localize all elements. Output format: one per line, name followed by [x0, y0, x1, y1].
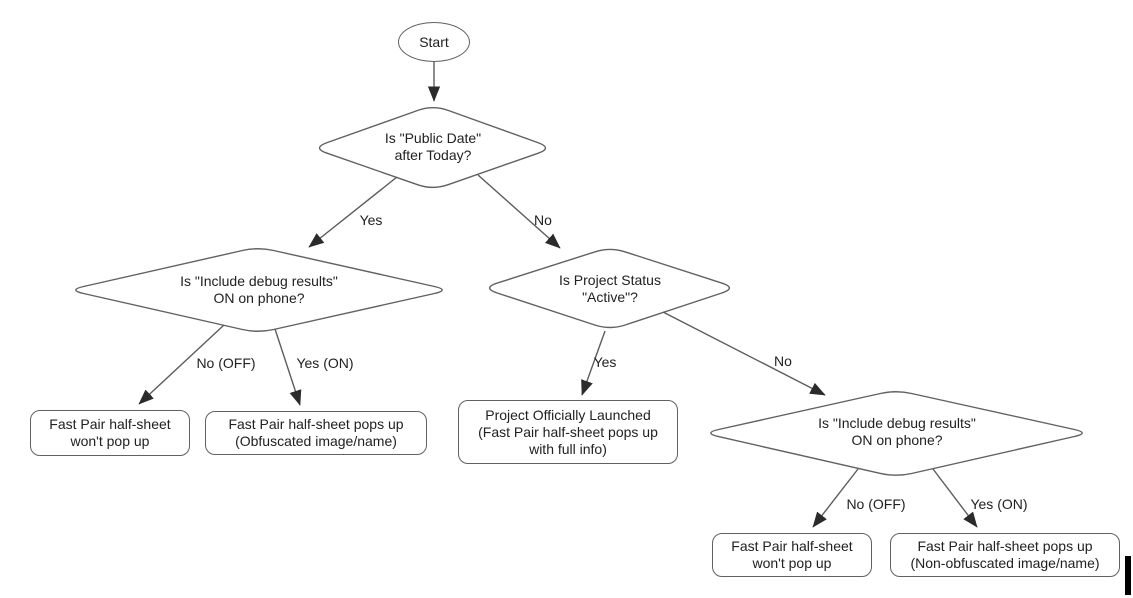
node-no-popup-right: Fast Pair half-sheet won't pop up [712, 533, 872, 577]
arrow-status-no [662, 311, 826, 396]
edge-label-debug-left-no: No (OFF) [196, 355, 256, 371]
decision-project-status-label: Is Project Status "Active"? [559, 272, 661, 305]
arrow-public-date-yes [308, 176, 398, 248]
node-no-popup-right-label: Fast Pair half-sheet won't pop up [731, 538, 853, 571]
decision-diamond-public-date [318, 107, 547, 189]
node-project-launched: Project Officially Launched (Fast Pair h… [458, 400, 678, 464]
node-popup-obfuscated: Fast Pair half-sheet pops up (Obfuscated… [205, 411, 427, 455]
arrow-debug-left-yes [274, 328, 302, 406]
arrow-public-date-no [477, 174, 561, 249]
node-no-popup-left: Fast Pair half-sheet won't pop up [30, 410, 190, 456]
edge-label-public-date-yes: Yes [359, 212, 383, 228]
edge-label-status-no: No [774, 353, 792, 369]
node-start-label: Start [419, 34, 449, 50]
decision-debug-left-label: Is "Include debug results" ON on phone? [180, 273, 338, 306]
node-no-popup-left-label: Fast Pair half-sheet won't pop up [49, 416, 171, 449]
edge-label-status-yes: Yes [593, 354, 617, 370]
node-popup-non-obfuscated-label: Fast Pair half-sheet pops up (Non-obfusc… [910, 538, 1100, 571]
decision-public-date-label: Is "Public Date" after Today? [384, 130, 482, 163]
node-project-launched-label: Project Officially Launched (Fast Pair h… [478, 406, 658, 457]
decision-debug-right-label: Is "Include debug results" ON on phone? [818, 415, 976, 448]
arrow-debug-right-no [812, 468, 859, 528]
decision-diamond-project-status [488, 248, 731, 329]
node-popup-obfuscated-label: Fast Pair half-sheet pops up (Obfuscated… [228, 416, 404, 449]
edge-label-debug-left-yes: Yes (ON) [296, 355, 354, 371]
decision-diamond-debug-left [75, 248, 443, 332]
node-start: Start [398, 22, 470, 62]
decision-diamond-debug-right [710, 391, 1083, 476]
node-popup-non-obfuscated: Fast Pair half-sheet pops up (Non-obfusc… [890, 533, 1120, 577]
text-cursor-bar [1125, 556, 1131, 595]
edge-label-debug-right-no: No (OFF) [846, 496, 906, 512]
arrow-debug-right-yes [932, 468, 978, 528]
arrow-debug-left-no [138, 324, 225, 405]
edge-label-public-date-no: No [534, 212, 552, 228]
edge-label-debug-right-yes: Yes (ON) [970, 496, 1028, 512]
arrow-status-yes [581, 330, 606, 396]
